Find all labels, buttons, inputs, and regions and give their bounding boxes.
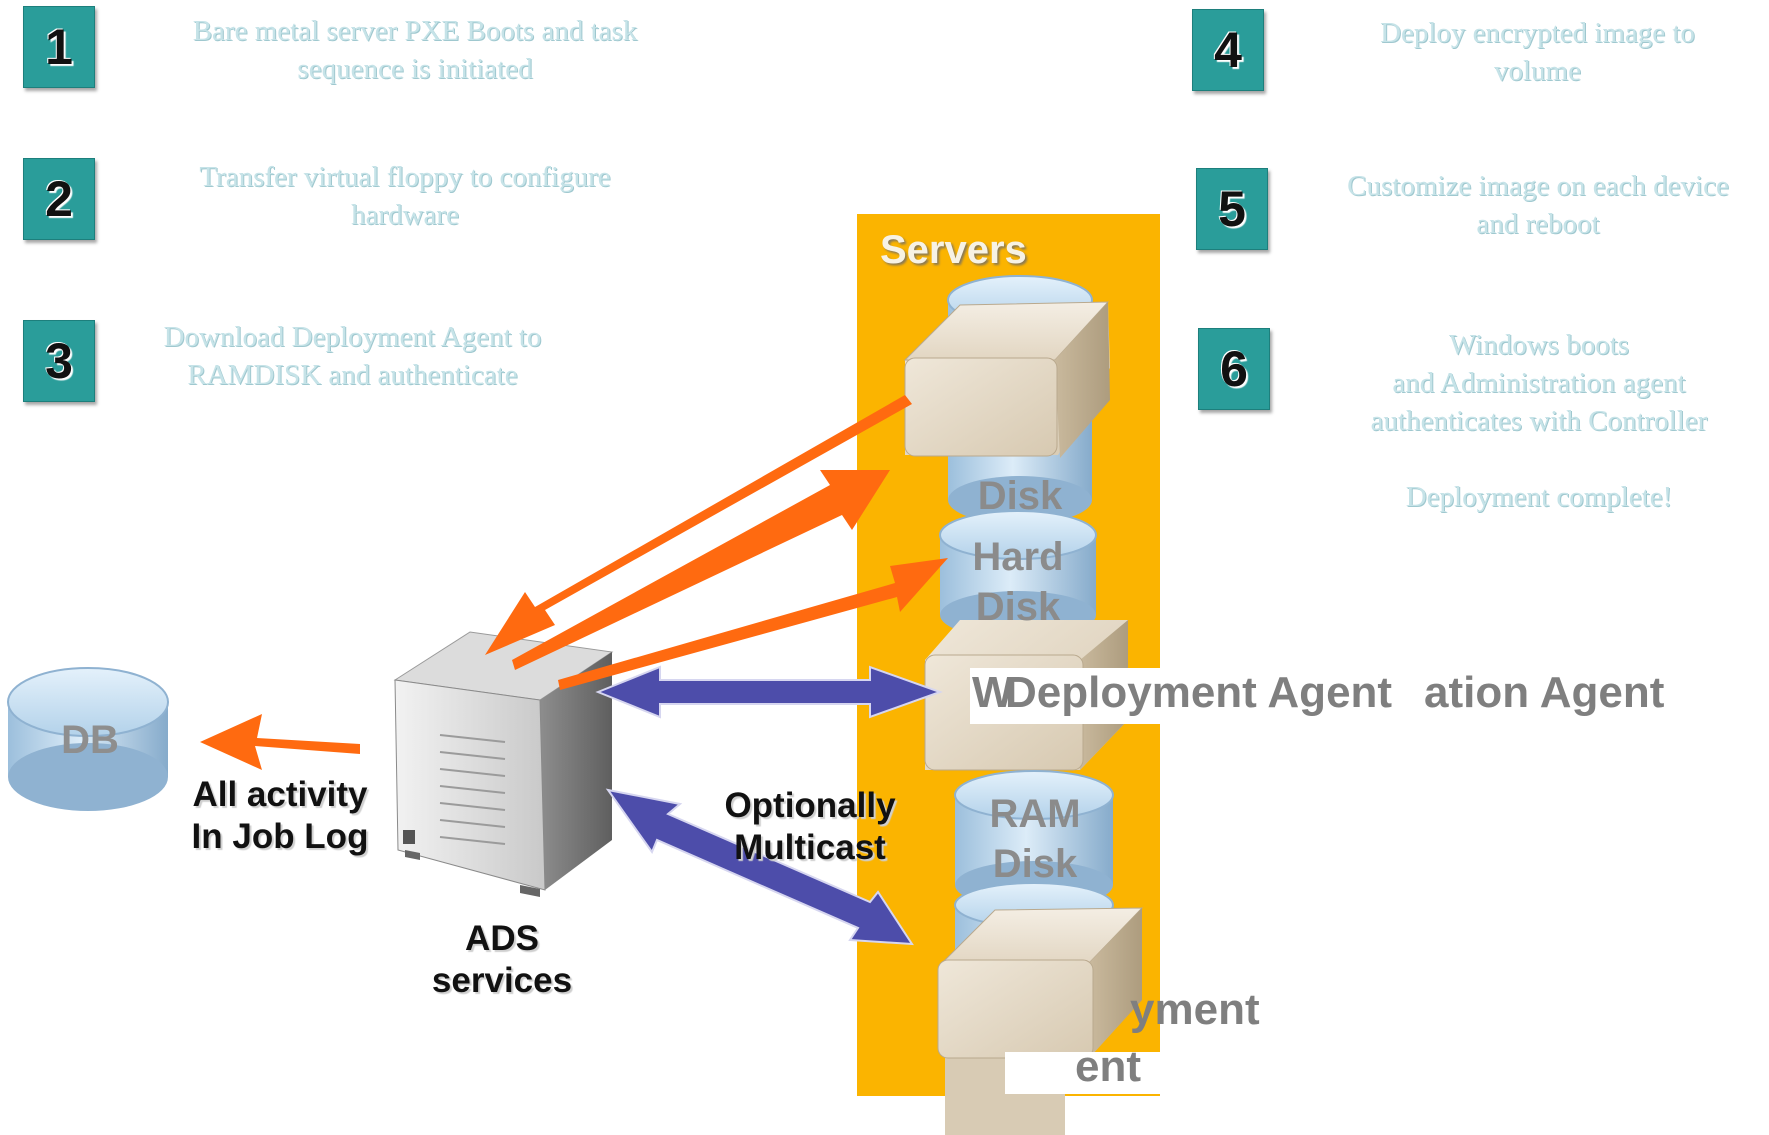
step-5-text: Customize image on each device and reboo… <box>1347 170 1729 240</box>
administration-agent-tail: ation Agent <box>1424 668 1665 717</box>
bottom-agent-label-backdrop <box>1005 1052 1160 1094</box>
agent-label-fragment-w: W <box>972 668 1014 717</box>
db-label: DB <box>61 718 119 762</box>
servers-title: Servers <box>880 228 1027 272</box>
step-1-text: Bare metal server PXE Boots and task seq… <box>192 15 638 85</box>
server-box-top <box>903 301 1110 458</box>
bottom-agent-label-line1: yment <box>1130 985 1260 1034</box>
ram-disk-label: RAM Disk <box>989 792 1081 886</box>
step-5-badge: 5 <box>1196 168 1268 250</box>
bottom-agent-label-line2: ent <box>1075 1042 1141 1091</box>
deployment-agent-label: Deployment Agent <box>1005 668 1393 717</box>
step-1-badge: 1 <box>23 6 95 88</box>
step-6-spacer <box>1312 440 1766 478</box>
orange-arrows <box>200 395 948 770</box>
step-2-badge: 2 <box>23 158 95 240</box>
hard-disk-label: Hard Disk <box>972 535 1064 629</box>
agent-label-backdrop <box>970 668 1160 724</box>
step-3-text: Download Deployment Agent to RAMDISK and… <box>163 321 542 391</box>
step-3-badge: 3 <box>23 320 95 402</box>
blue-arrows <box>595 665 943 946</box>
job-log-label: All activity In Job Log <box>191 775 369 856</box>
server-box-bottom <box>937 907 1144 1135</box>
db-cylinder <box>7 667 169 811</box>
step-6-text: Windows boots and Administration agent a… <box>1312 326 1766 516</box>
step-2-text: Transfer virtual floppy to configure har… <box>199 161 611 231</box>
step-6-badge: 6 <box>1198 328 1270 410</box>
step-4-text: Deploy encrypted image to volume <box>1380 17 1695 87</box>
ads-server-tower <box>393 631 614 897</box>
multicast-label: Optionally Multicast <box>724 786 896 867</box>
top-disk-label: Disk <box>977 474 1063 518</box>
step-4-badge: 4 <box>1192 9 1264 91</box>
ads-services-label: ADS services <box>431 919 573 1000</box>
